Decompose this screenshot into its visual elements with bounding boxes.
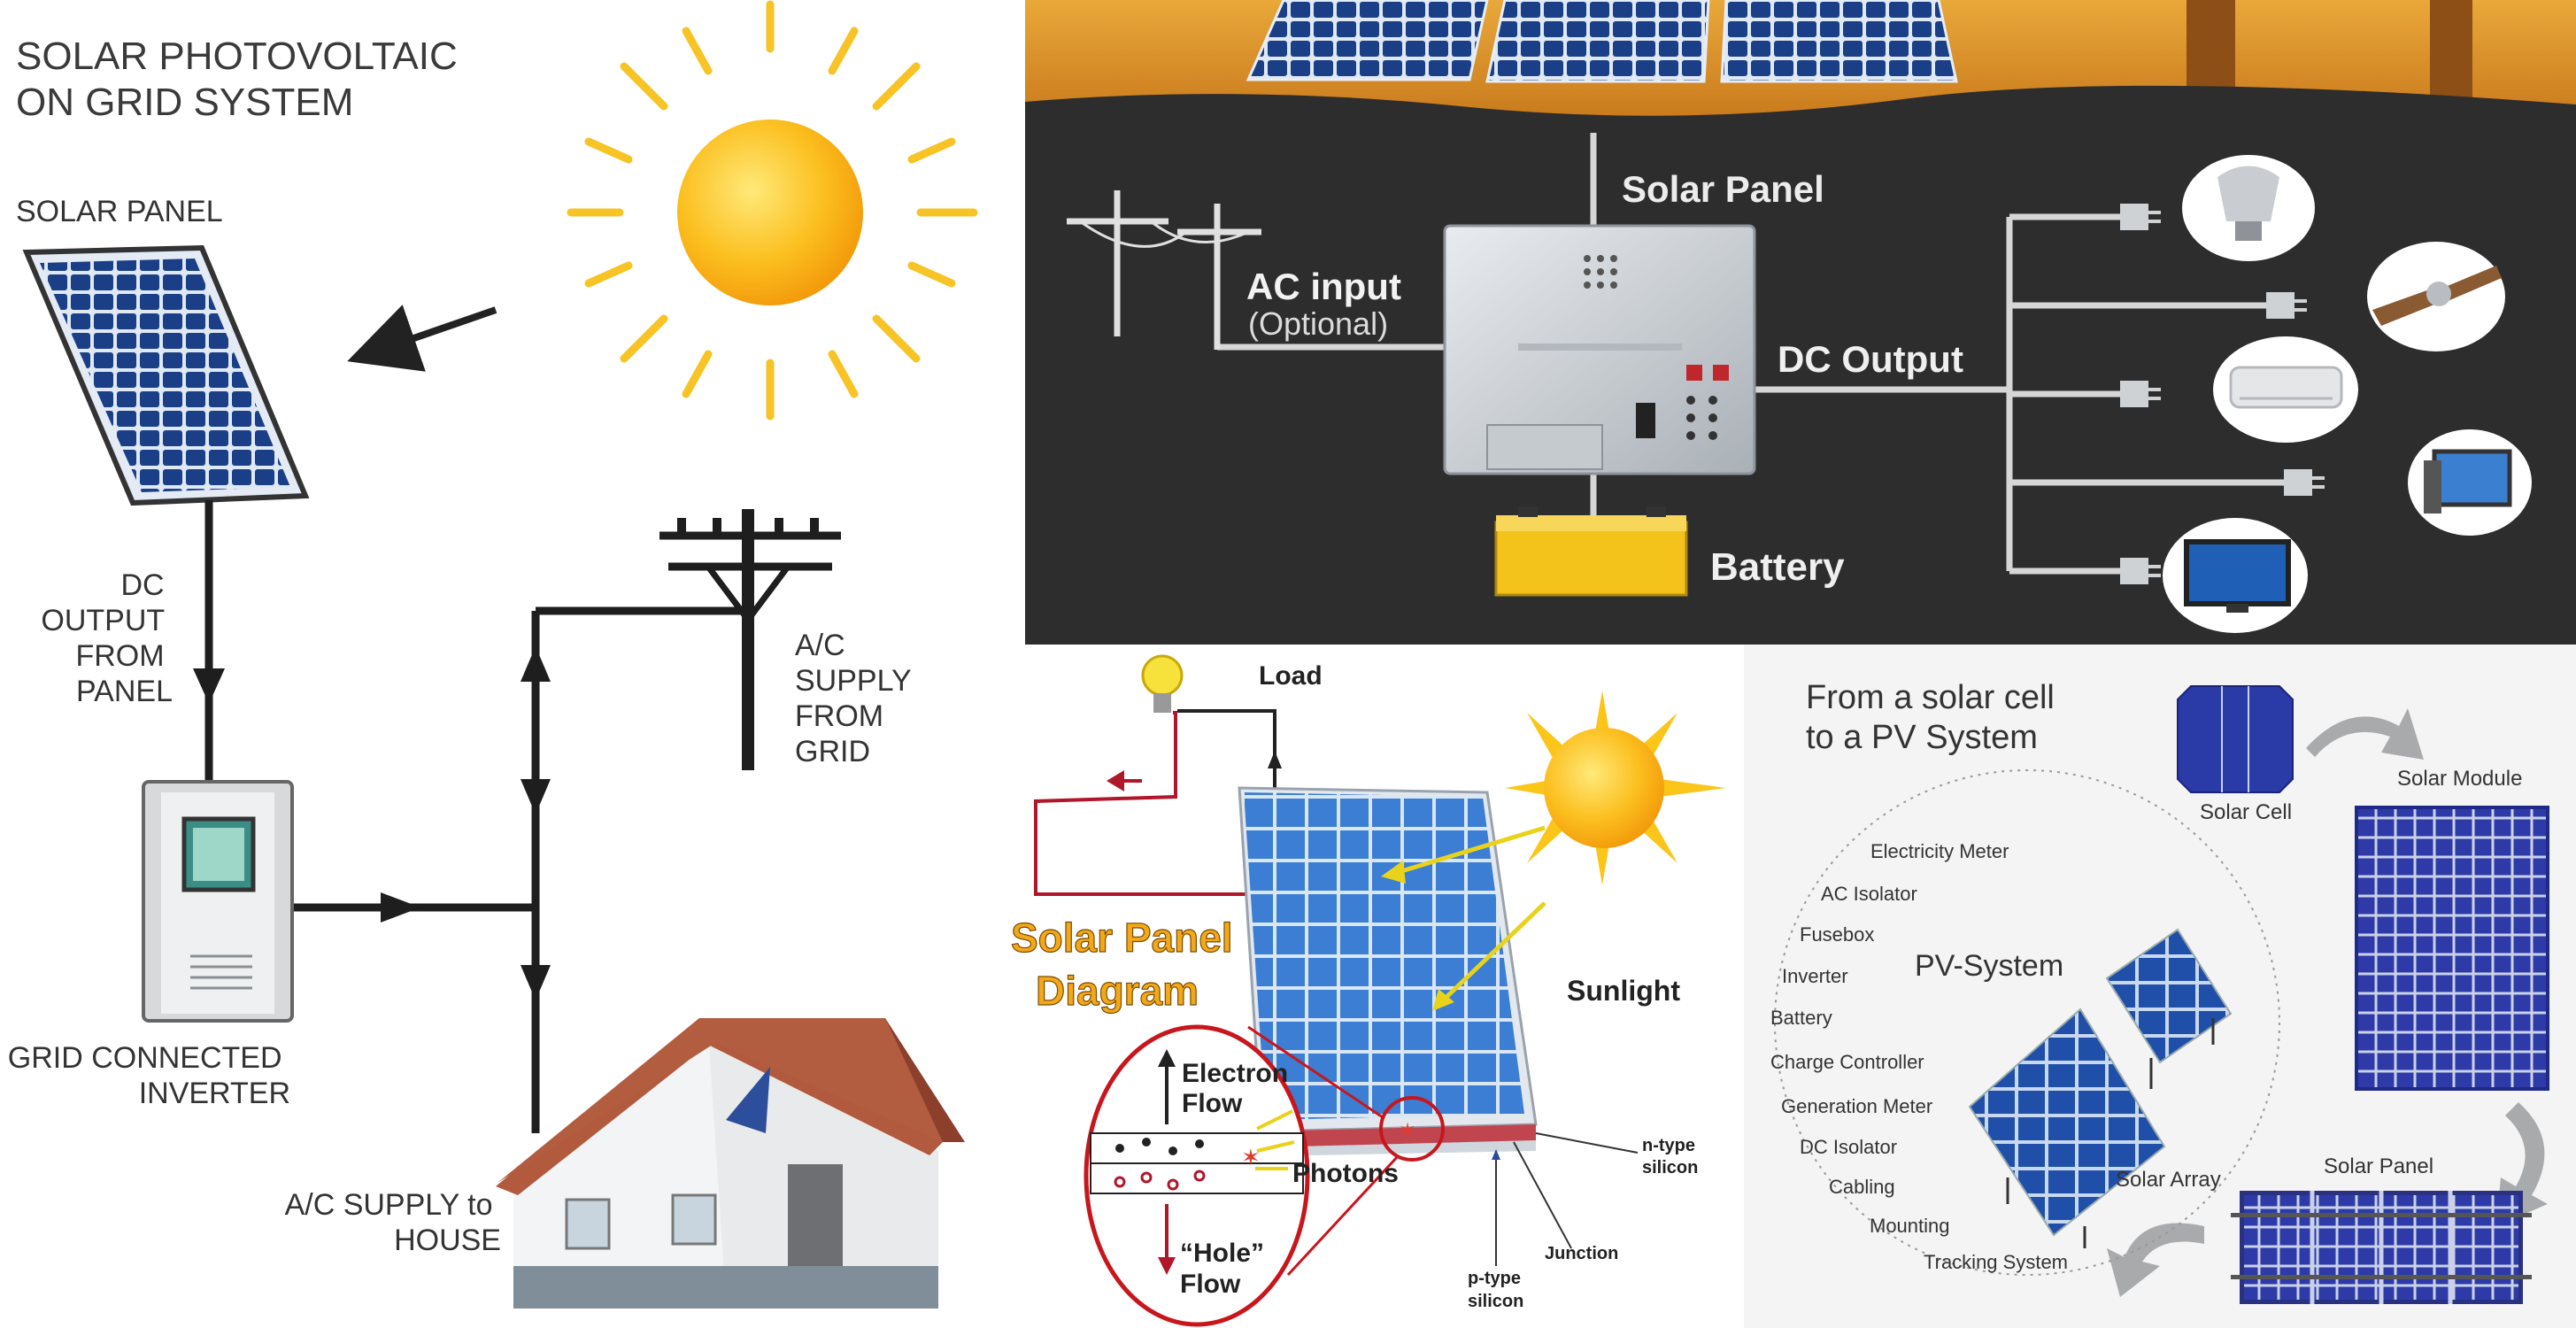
component-fusebox: Fusebox <box>1800 923 1874 946</box>
component-ac-isolator: AC Isolator <box>1821 883 1917 905</box>
pv-title-line2: to a PV System <box>1806 719 2038 756</box>
solar-array-label: Solar Array <box>2116 1168 2221 1192</box>
pv-system-label: PV-System <box>1915 949 2063 983</box>
off-grid-panel: Solar Panel AC input (Optional) <box>1025 0 2576 645</box>
on-grid-panel: SOLAR PHOTOVOLTAIC ON GRID SYSTEM <box>0 0 1025 1328</box>
pv-title-line1: From a solar cell <box>1806 679 2055 716</box>
component-generation-meter: Generation Meter <box>1781 1095 1932 1117</box>
junction-label: Junction <box>1545 1244 1618 1263</box>
component-battery: Battery <box>1770 1007 1832 1029</box>
computer-appliance-icon <box>2408 429 2532 536</box>
solar-panel-pv-icon <box>2231 1191 2532 1304</box>
component-inverter: Inverter <box>1782 965 1848 987</box>
photon-burst-icon: ✶ <box>1241 1145 1261 1171</box>
component-tracking-system: Tracking System <box>1924 1251 2068 1273</box>
battery-label: Battery <box>1710 545 1845 589</box>
solar-array-icon <box>1248 0 1956 81</box>
television-appliance-icon <box>2163 518 2308 633</box>
solar-cell-icon <box>2178 686 2293 792</box>
solar-module-label: Solar Module <box>2397 767 2522 791</box>
solar-cell-label: Solar Cell <box>2200 800 2292 824</box>
inverter-icon <box>143 782 292 1021</box>
photons-label: Photons <box>1292 1159 1399 1188</box>
off-grid-solar-panel-label: Solar Panel <box>1622 168 1824 210</box>
battery-icon <box>1496 506 1686 595</box>
on-grid-title-line2: ON GRID SYSTEM <box>16 81 353 124</box>
solar-module-icon <box>2355 806 2549 1091</box>
load-label: Load <box>1259 661 1323 691</box>
cell-diagram-title-line2: Diagram <box>1036 968 1199 1014</box>
component-electricity-meter: Electricity Meter <box>1870 840 2009 862</box>
ac-input-label: AC input <box>1246 266 1401 307</box>
cell-diagram-panel: Load <box>1011 645 1744 1328</box>
component-charge-controller: Charge Controller <box>1770 1051 1924 1073</box>
air-conditioner-appliance-icon <box>2213 336 2358 443</box>
dc-output-label-offgrid: DC Output <box>1778 338 1963 380</box>
pv-system-panel: From a solar cell to a PV System Solar C… <box>1744 645 2576 1328</box>
component-dc-isolator: DC Isolator <box>1800 1136 1897 1158</box>
solar-panel-label-pv: Solar Panel <box>2324 1154 2433 1178</box>
bulb-appliance-icon <box>2182 155 2315 261</box>
cell-diagram-title-line1: Solar Panel <box>1011 915 1233 961</box>
photon-burst-icon-2: ✶ <box>1399 1118 1416 1143</box>
ceiling-fan-appliance-icon <box>2367 242 2505 351</box>
component-mounting: Mounting <box>1870 1215 1950 1237</box>
sunlight-label: Sunlight <box>1567 975 1680 1007</box>
ac-optional-label: (Optional) <box>1248 305 1388 342</box>
on-grid-title-line1: SOLAR PHOTOVOLTAIC <box>16 35 458 78</box>
solar-panel-label: SOLAR PANEL <box>16 195 223 228</box>
charge-controller-icon <box>1445 226 1755 474</box>
component-cabling: Cabling <box>1829 1176 1895 1198</box>
